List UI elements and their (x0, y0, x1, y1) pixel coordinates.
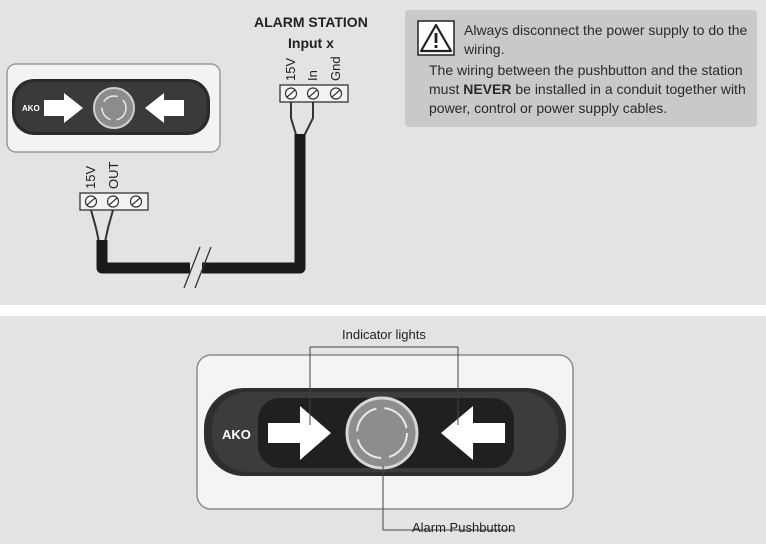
indicator-lights-label: Indicator lights (342, 327, 426, 342)
warning-triangle-icon (417, 20, 455, 56)
small-push-button (93, 87, 135, 129)
large-device-logo: AKO (222, 427, 251, 442)
right-indicator-light-arrow-icon (441, 406, 505, 460)
two-wire-cable (90, 102, 314, 289)
large-pushbutton-device: AKO (196, 354, 574, 510)
warning-body: The wiring between the pushbutton and th… (429, 61, 749, 118)
warning-body-pre: The wiring between the pushbutton and th… (429, 62, 743, 97)
warning-box: Always disconnect the power supply to do… (405, 10, 757, 127)
station-terminal-in: In (305, 70, 320, 81)
warning-line-2: wiring. (464, 41, 505, 57)
callout-lines (309, 346, 513, 531)
pushbutton-terminal-out: OUT (106, 161, 121, 189)
warning-never-emphasis: NEVER (463, 81, 512, 97)
pushbutton-terminal-block (79, 192, 149, 211)
warning-body-post: be installed in a conduit together with … (429, 81, 746, 116)
station-terminal-gnd: Gnd (328, 56, 343, 81)
alarm-pushbutton-label: Alarm Pushbutton (412, 520, 516, 535)
warning-line-1: Always disconnect the power supply to do… (464, 22, 748, 38)
small-device-logo: AKO (22, 104, 40, 113)
alarm-station-input: Input x (288, 35, 334, 51)
small-right-arrow-icon (44, 93, 83, 123)
small-left-arrow-icon (145, 93, 184, 123)
station-terminal-15v: 15V (283, 57, 298, 81)
station-terminal-block (279, 84, 349, 103)
alarm-station-title: ALARM STATION (254, 14, 368, 30)
small-pushbutton-device: AKO (6, 63, 221, 153)
left-indicator-light-arrow-icon (268, 406, 331, 460)
pushbutton-terminal-15v: 15V (83, 165, 98, 189)
